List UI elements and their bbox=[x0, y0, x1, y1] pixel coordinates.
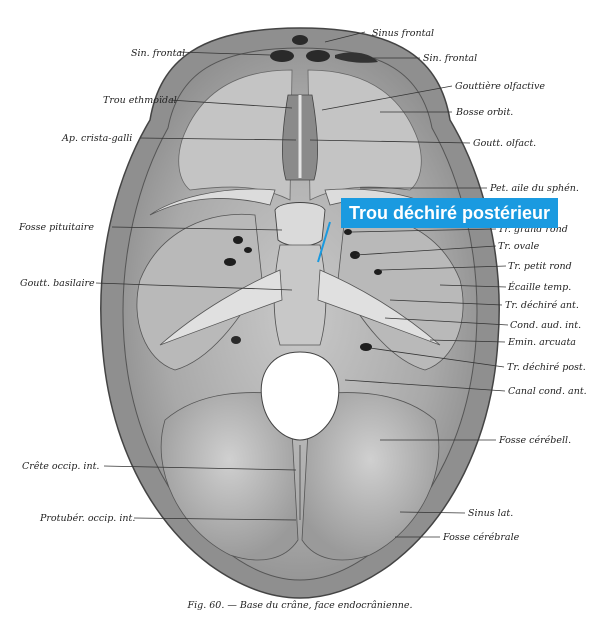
label-tr-grand-rond: Tr. grand rond bbox=[498, 224, 568, 235]
sella-turcica bbox=[274, 202, 326, 247]
label-pet-aile: Pet. aile du sphén. bbox=[489, 183, 579, 194]
label-emin-arcuata: Emin. arcuata bbox=[507, 337, 576, 348]
foramen-left-2 bbox=[224, 258, 236, 266]
label-goutt-basilaire: Goutt. basilaire bbox=[20, 278, 95, 289]
label-cond-aud-int: Cond. aud. int. bbox=[510, 320, 581, 331]
foramen-right-2 bbox=[350, 251, 360, 259]
figure-caption: Fig. 60. — Base du crâne, face endocrâni… bbox=[187, 600, 413, 611]
posterior-fossa-left bbox=[160, 392, 299, 561]
jugular-foramen-left bbox=[231, 336, 241, 344]
label-canal-cond-ant: Canal cond. ant. bbox=[508, 386, 587, 397]
frontal-sinus-right-ext bbox=[335, 52, 378, 63]
foramen-right-3 bbox=[374, 269, 382, 275]
label-crete-occip: Crête occip. int. bbox=[22, 461, 99, 472]
foramen-left-3 bbox=[244, 247, 252, 253]
middle-fossa-left bbox=[136, 213, 263, 371]
label-ecaille-temp: Écaille temp. bbox=[507, 281, 571, 293]
label-sinus-frontal-top: Sinus frontal bbox=[372, 28, 434, 39]
label-sinus-lat: Sinus lat. bbox=[468, 508, 513, 519]
label-ap-crista-galli: Ap. crista-galli bbox=[61, 133, 132, 144]
label-sin-frontal-right: Sin. frontal bbox=[423, 53, 477, 64]
label-tr-ovale: Tr. ovale bbox=[498, 241, 540, 252]
foramen-left-1 bbox=[233, 236, 243, 244]
petrous-ridge-right bbox=[317, 269, 441, 346]
label-goutt-olfact: Goutt. olfact. bbox=[473, 138, 536, 149]
posterior-fossa-right bbox=[301, 392, 440, 561]
label-tr-dechire-ant: Tr. déchiré ant. bbox=[505, 300, 579, 311]
highlight-pointer bbox=[317, 221, 331, 263]
frontal-sinus-right bbox=[306, 50, 330, 62]
label-tr-dechire-post: Tr. déchiré post. bbox=[507, 362, 586, 373]
jugular-foramen-right bbox=[360, 343, 372, 351]
frontal-sinus-left bbox=[270, 50, 294, 62]
foramen-magnum bbox=[260, 351, 340, 441]
leader-lines bbox=[95, 31, 509, 538]
label-fosse-cerebrale: Fosse cérébrale bbox=[442, 532, 520, 543]
label-gouttiere-olfactive: Gouttière olfactive bbox=[455, 81, 545, 92]
frontal-sinus-center bbox=[292, 35, 308, 45]
label-bosse-orbit: Bosse orbit. bbox=[455, 107, 513, 118]
label-tr-petit-rond: Tr. petit rond bbox=[508, 261, 572, 272]
anterior-fossa-right bbox=[307, 69, 422, 201]
lesser-wing-left bbox=[149, 188, 276, 216]
label-protuber-occip: Protubér. occip. int. bbox=[39, 513, 135, 524]
label-fosse-cerebell: Fosse cérébell. bbox=[498, 435, 571, 446]
label-trou-ethmoidal: Trou ethmoïdal bbox=[103, 95, 177, 106]
foramen-right-1 bbox=[344, 229, 352, 235]
highlight-label: Trou déchiré postérieur bbox=[341, 198, 559, 228]
label-sin-frontal-left: Sin. frontal bbox=[131, 48, 185, 59]
label-fosse-pituitaire: Fosse pituitaire bbox=[18, 222, 94, 233]
